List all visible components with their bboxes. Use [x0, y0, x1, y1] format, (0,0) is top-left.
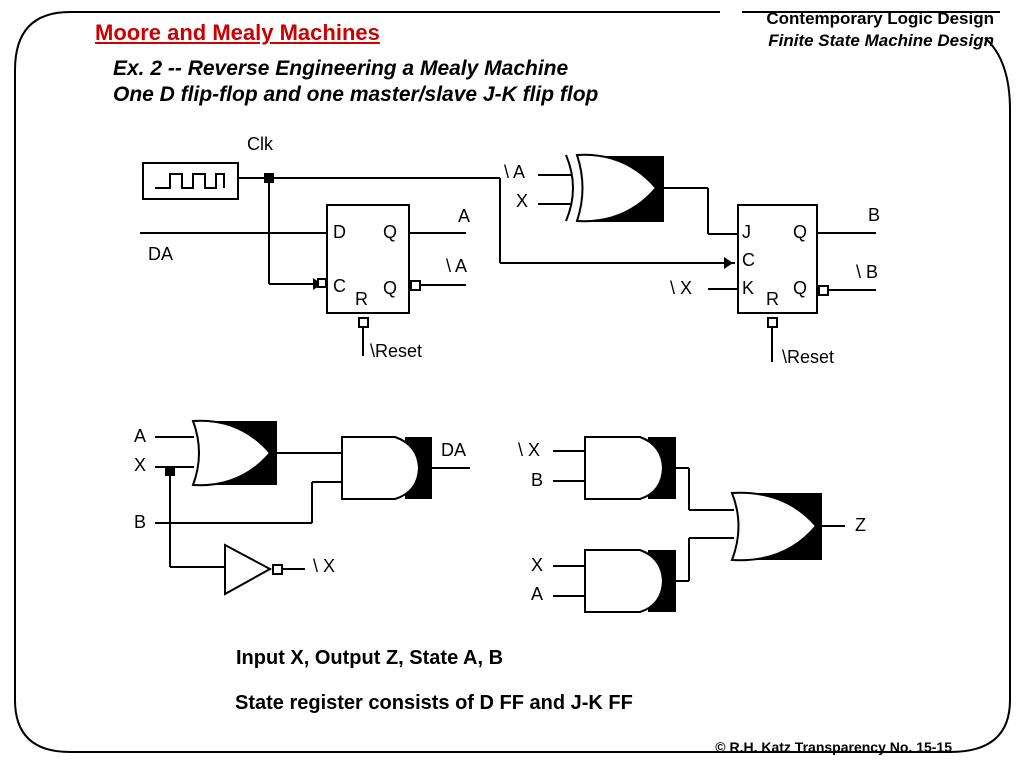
and-gate-left	[341, 436, 432, 500]
logic-left-b-label: B	[134, 512, 146, 532]
logic-right-output-label: Z	[855, 515, 866, 535]
xor-gate	[565, 153, 664, 223]
dff-r-pin: R	[355, 289, 368, 309]
inverter-output-label: \ X	[313, 556, 335, 576]
course-chapter: Finite State Machine Design	[768, 31, 994, 50]
jk-reset-label: \Reset	[782, 347, 834, 367]
logic-right-a-label: A	[531, 584, 543, 604]
logic-left-a-label: A	[134, 426, 146, 446]
dff-qn-pin: Q	[383, 278, 397, 298]
jk-k-pin: K	[742, 278, 754, 298]
caption-line-1: Input X, Output Z, State A, B	[236, 647, 504, 669]
clock-source	[142, 162, 239, 200]
dff-output-qn-label: \ A	[446, 256, 467, 276]
dff-d-pin: D	[333, 222, 346, 242]
slide-subtitle: Ex. 2 -- Reverse Engineering a Mealy Mac…	[113, 56, 598, 108]
or-gate-right	[730, 491, 822, 562]
and-gate-right-top	[584, 436, 676, 500]
logic-left-x-label: X	[134, 455, 146, 475]
jk-j-pin: J	[742, 222, 751, 242]
jk-flip-flop: J Q C K Q R	[724, 204, 829, 328]
course-header: Contemporary Logic Design Finite State M…	[766, 8, 994, 52]
footer-credit: © R.H. Katz Transparency No. 15-15	[715, 739, 952, 755]
jk-output-q-label: B	[868, 205, 880, 225]
dff-c-pin: C	[333, 276, 346, 296]
jk-qn-pin: Q	[793, 278, 807, 298]
and-gate-right-bottom	[584, 549, 676, 613]
or-gate-left	[191, 419, 277, 487]
jk-r-pin: R	[766, 289, 779, 309]
dff-output-q-label: A	[458, 206, 470, 226]
logic-right-b-label: B	[531, 470, 543, 490]
d-flip-flop: D Q C Q R	[313, 204, 421, 328]
jk-k-input-label: \ X	[670, 278, 692, 298]
subtitle-line-2: One D flip-flop and one master/slave J-K…	[113, 83, 599, 106]
slide-frame	[14, 11, 1011, 753]
logic-left-output-label: DA	[441, 440, 466, 460]
dff-reset-label: \Reset	[370, 341, 422, 361]
xor-input-x-label: X	[516, 191, 528, 211]
course-title: Contemporary Logic Design	[766, 9, 994, 28]
xor-input-a-label: \ A	[504, 162, 525, 182]
logic-right-x-label: X	[531, 555, 543, 575]
jk-q-pin: Q	[793, 222, 807, 242]
dff-input-label: DA	[148, 244, 173, 264]
slide-title: Moore and Mealy Machines	[95, 20, 380, 45]
clk-label: Clk	[247, 134, 274, 154]
jk-output-qn-label: \ B	[856, 262, 878, 282]
caption-line-2: State register consists of D FF and J-K …	[235, 692, 633, 714]
inverter	[224, 543, 283, 596]
dff-q-pin: Q	[383, 222, 397, 242]
logic-right-nx-label: \ X	[518, 440, 540, 460]
jk-c-pin: C	[742, 250, 755, 270]
subtitle-line-1: Ex. 2 -- Reverse Engineering a Mealy Mac…	[113, 57, 569, 80]
